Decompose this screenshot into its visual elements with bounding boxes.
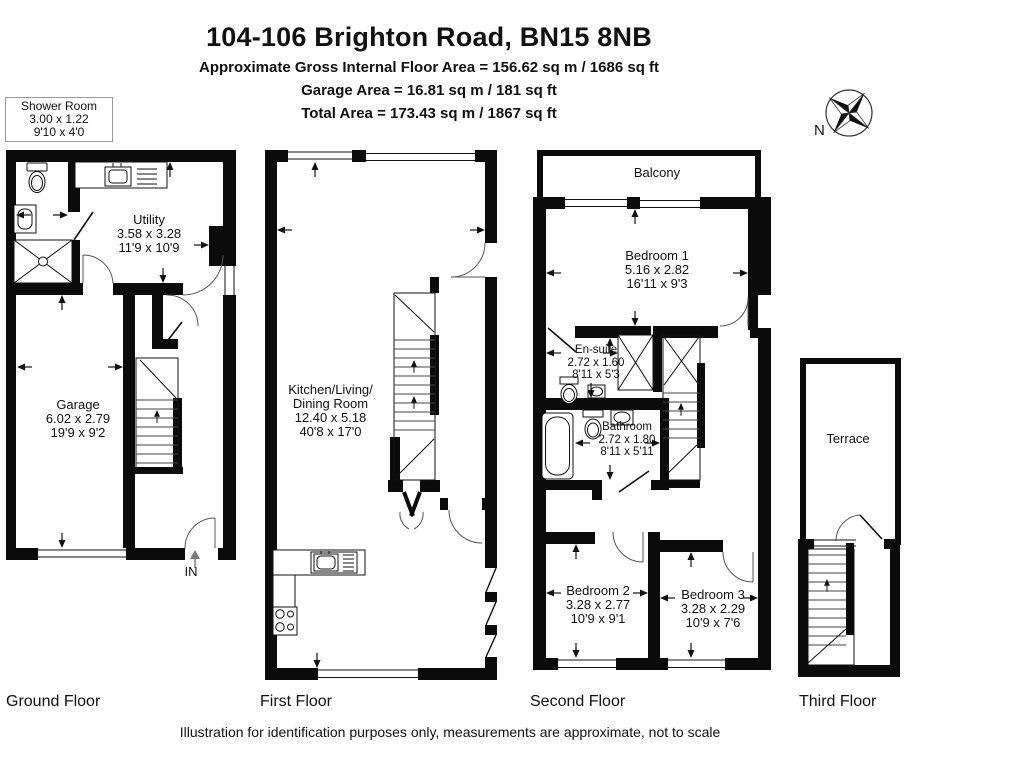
en-suite-label: En-suite 2.72 x 1.60 8'11 x 5'3: [544, 344, 648, 382]
hob-icon: [272, 606, 298, 636]
double-door-leaves: [402, 491, 422, 517]
total-area-line: Total Area = 173.43 sq m / 1867 sq ft: [301, 105, 557, 122]
compass-icon: [825, 89, 873, 137]
room-metric: 3.28 x 2.29: [680, 601, 746, 616]
room-name: Garage: [56, 397, 100, 412]
utility-label: Utility 3.58 x 3.28 11'9 x 10'9: [88, 213, 210, 255]
shower-room-callout: Shower Room 3.00 x 1.22 9'10 x 4'0: [5, 97, 113, 142]
room-name: Shower Room: [20, 99, 98, 113]
room-metric: 3.58 x 3.28: [116, 226, 182, 241]
room-imperial: 8'11 x 5'11: [600, 446, 654, 458]
room-name: Bedroom 3: [681, 587, 745, 602]
bedroom-3-label: Bedroom 3 3.28 x 2.29 10'9 x 7'6: [651, 588, 775, 630]
first-windows: [288, 150, 497, 680]
ground-floor-caption: Ground Floor: [6, 693, 101, 710]
landing-window: [814, 539, 856, 547]
bathroom-toilet-icon: [582, 409, 604, 440]
shower-icon: [617, 334, 654, 391]
header: 104-106 Brighton Road, BN15 8NB Approxim…: [29, 22, 829, 122]
bathroom-sink-icon: [610, 409, 634, 426]
first-floor-caption: First Floor: [260, 693, 332, 710]
kitchen-counter-sink-icon: [272, 549, 366, 608]
second-floor-caption: Second Floor: [530, 693, 626, 710]
room-imperial: 19'9 x 9'2: [50, 425, 106, 440]
door-arc: [835, 514, 883, 542]
second-windows: [558, 197, 771, 670]
room-imperial: 9'10 x 4'0: [33, 125, 85, 139]
terrace-label: Terrace: [796, 432, 900, 446]
bedroom-2-label: Bedroom 2 3.28 x 2.77 10'9 x 9'1: [536, 584, 660, 626]
room-name: Kitchen/Living/: [288, 382, 373, 397]
room-metric: 2.72 x 1.80: [598, 433, 656, 446]
room-name: Bedroom 2: [566, 583, 630, 598]
kitchen-living-dining-label: Kitchen/Living/ Dining Room 12.40 x 5.18…: [267, 383, 394, 439]
bathroom-label: Bathroom 2.72 x 1.80 8'11 x 5'11: [574, 421, 680, 459]
floor-plan-third: [798, 358, 901, 677]
garage-label: Garage 6.02 x 2.79 19'9 x 9'2: [16, 398, 140, 440]
bay-windows: [485, 560, 497, 668]
room-imperial: 40'8 x 17'0: [299, 424, 362, 439]
shower-icon: [13, 239, 73, 284]
ensuite-toilet-icon: [559, 376, 579, 404]
room-name: Dining Room: [292, 396, 369, 411]
ground-windows: [38, 266, 235, 558]
page-title: 104-106 Brighton Road, BN15 8NB: [206, 22, 652, 52]
bath-icon: [541, 412, 574, 480]
disclaimer-text: Illustration for identification purposes…: [179, 724, 721, 740]
room-name: Utility: [133, 212, 165, 227]
room-imperial: 10'9 x 7'6: [685, 615, 741, 630]
staircase: [393, 292, 436, 481]
floor-plan-second: [533, 150, 771, 670]
room-name: Bedroom 1: [625, 248, 689, 263]
dimension-arrow: [823, 578, 831, 593]
room-name: Balcony: [633, 165, 681, 180]
third-floor-caption: Third Floor: [799, 693, 877, 710]
room-imperial: 11'9 x 10'9: [118, 240, 180, 255]
room-metric: 3.28 x 2.77: [565, 597, 631, 612]
utility-counter-sink-icon: [74, 161, 168, 189]
door-arcs: [547, 297, 754, 583]
door-arcs: [73, 211, 224, 549]
gross-area-line: Approximate Gross Internal Floor Area = …: [198, 59, 660, 76]
room-imperial: 10'9 x 9'1: [570, 611, 626, 626]
room-metric: 2.72 x 1.60: [567, 356, 625, 369]
compass-north-label: N: [814, 122, 825, 139]
ground-walls: [6, 150, 236, 560]
room-metric: 12.40 x 5.18: [294, 410, 367, 425]
bedroom-1-label: Bedroom 1 5.16 x 2.82 16'11 x 9'3: [594, 249, 720, 291]
room-imperial: 16'11 x 9'3: [626, 276, 688, 291]
room-imperial: 8'11 x 5'3: [572, 369, 620, 381]
garage-area-line: Garage Area = 16.81 sq m / 181 sq ft: [301, 82, 557, 99]
entrance-arrow-icon: [190, 550, 200, 568]
room-name: En-suite: [574, 344, 618, 356]
floor-plan-first: [265, 150, 497, 680]
room-metric: 6.02 x 2.79: [45, 411, 111, 426]
floor-plan-ground: [6, 150, 236, 568]
sink-icon: [13, 204, 37, 234]
room-metric: 3.00 x 1.22: [29, 112, 89, 126]
toilet-icon: [26, 162, 48, 193]
third-walls: [798, 358, 901, 677]
balcony-label: Balcony: [594, 166, 720, 180]
door-arcs: [399, 242, 486, 544]
room-metric: 5.16 x 2.82: [624, 262, 690, 277]
room-name: Terrace: [826, 431, 870, 446]
room-name: Bathroom: [602, 421, 652, 433]
entrance-label: IN: [184, 564, 198, 579]
